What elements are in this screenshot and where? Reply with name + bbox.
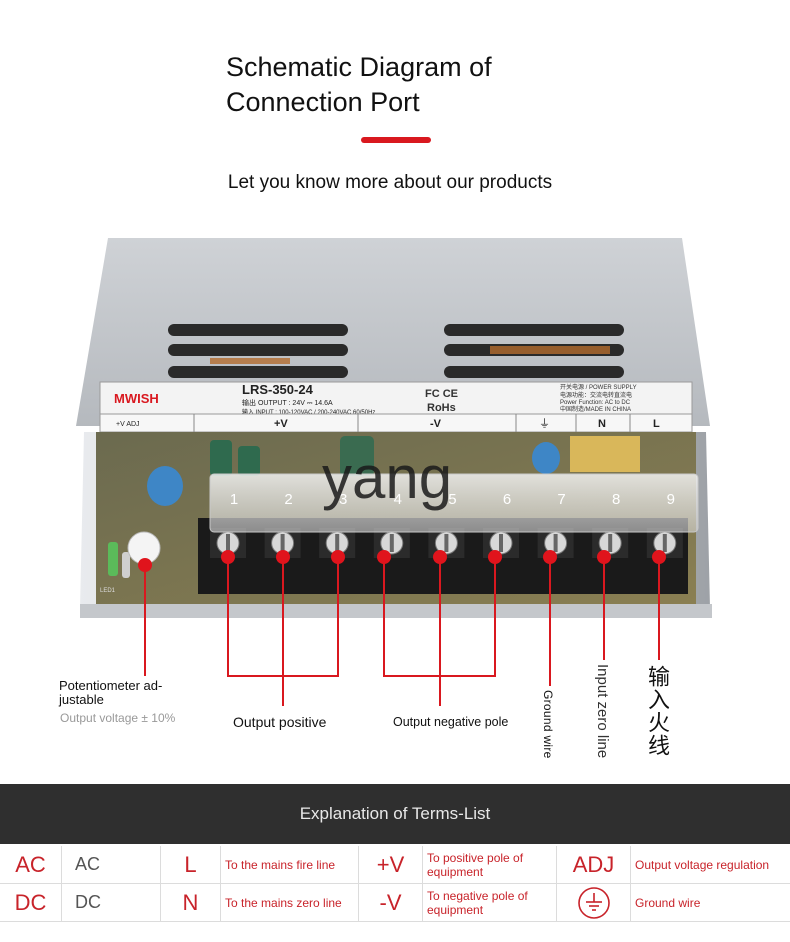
term-symbol: N [161, 884, 221, 922]
terminal-label-l: L [653, 418, 660, 430]
term-symbol: L [161, 846, 221, 884]
term-description: Ground wire [631, 884, 790, 922]
ground-symbol-cell [557, 884, 631, 922]
dot-terminal-9 [652, 550, 666, 564]
terminal-screw [592, 528, 629, 558]
ground-icon [577, 886, 610, 919]
terminal-number: 6 [503, 491, 511, 508]
potentiometer-label: Potentiometer ad- justable [59, 678, 163, 707]
term-description: To positive pole of equipment [423, 846, 557, 884]
terminal-number: 1 [230, 491, 238, 508]
term-symbol: AC [0, 846, 62, 884]
ground-wire-label: Ground wire [541, 690, 555, 759]
title-line-1: Schematic Diagram of [226, 52, 492, 82]
info-line-3: Power Function: AC to DC [560, 400, 631, 406]
dot-terminal-3 [331, 550, 345, 564]
dot-terminal-7 [543, 550, 557, 564]
terminal-screw [646, 528, 683, 558]
table-row: AC AC L To the mains fire line +V To pos… [0, 846, 790, 884]
brand-label: MWISH [114, 391, 159, 406]
terminal-cover [209, 473, 699, 533]
info-line-2: 电源功能：交流电转直流电 [560, 391, 632, 399]
terminal-label-neg: -V [430, 418, 442, 430]
term-abbr: DC [62, 884, 161, 922]
dot-terminal-1 [221, 550, 235, 564]
dot-terminal-4 [377, 550, 391, 564]
dot-terminal-8 [597, 550, 611, 564]
dot-terminal-2 [276, 550, 290, 564]
term-symbol: -V [359, 884, 423, 922]
terminal-number: 5 [448, 491, 456, 508]
input-zero-label: Input zero line [594, 664, 611, 759]
terminal-label-n: N [598, 418, 606, 430]
term-abbr: AC [62, 846, 161, 884]
output-positive-label: Output positive [233, 714, 327, 730]
info-line-1: 开关电源 / POWER SUPPLY [560, 383, 637, 391]
model-label: LRS-350-24 [242, 382, 314, 397]
board-components [108, 436, 640, 578]
terminal-number: 3 [339, 491, 347, 508]
input-spec: 输入 INPUT : 100-120VAC / 200-240VAC 60/50… [242, 408, 375, 416]
terminal-numbers: 1 2 3 4 5 6 7 8 9 [230, 491, 675, 508]
case-lid [76, 238, 710, 426]
led-label: LED1 [100, 588, 116, 594]
terminal-screw [483, 528, 519, 558]
term-description: To the mains fire line [221, 846, 359, 884]
terminal-screw [428, 528, 465, 558]
terminal-number: 7 [557, 491, 565, 508]
input-fire-label: 输入火线 [645, 665, 670, 757]
output-negative-label: Output negative pole [393, 715, 509, 729]
case-bottom [80, 604, 712, 618]
dot-potentiometer [138, 558, 152, 572]
terms-heading: Explanation of Terms-List [299, 804, 491, 823]
cert-rohs: RoHs [427, 402, 456, 414]
terminal-label-pos: +V [274, 418, 288, 430]
adj-label: +V ADJ [116, 421, 140, 428]
term-symbol: DC [0, 884, 62, 922]
terminal-screws [210, 528, 683, 558]
page-title: Schematic Diagram of Connection Port [226, 50, 606, 120]
terminal-number: 9 [667, 491, 675, 508]
title-accent-bar [361, 137, 431, 143]
term-description: Output voltage regulation [631, 846, 790, 884]
cert-fcce: FC CE [425, 388, 458, 400]
terminal-number: 4 [394, 491, 402, 508]
dot-terminal-5 [433, 550, 447, 564]
terminal-label-ground: ⏚ [539, 417, 550, 430]
dot-terminal-6 [488, 550, 502, 564]
watermark-text: yang [322, 444, 452, 511]
term-description: To the mains zero line [221, 884, 359, 922]
potentiometer-sublabel: Output voltage ± 10% [60, 711, 176, 725]
term-symbol: +V [359, 846, 423, 884]
term-symbol: ADJ [557, 846, 631, 884]
terminal-screw [537, 528, 574, 558]
terminal-number: 2 [284, 491, 292, 508]
title-line-2: Connection Port [226, 87, 420, 117]
table-row: DC DC N To the mains zero line -V To neg… [0, 884, 790, 922]
power-supply-illustration: MWISH LRS-350-24 输出 OUTPUT : 24V ⎓ 14.6A… [76, 238, 712, 618]
info-line-4: 中国制造/MADE IN CHINA [560, 405, 631, 413]
term-description: To negative pole of equipment [423, 884, 557, 922]
terminal-number: 8 [612, 491, 620, 508]
output-spec: 输出 OUTPUT : 24V ⎓ 14.6A [242, 398, 333, 407]
terms-banner [0, 784, 790, 844]
page-subtitle: Let you know more about our products [227, 172, 553, 193]
